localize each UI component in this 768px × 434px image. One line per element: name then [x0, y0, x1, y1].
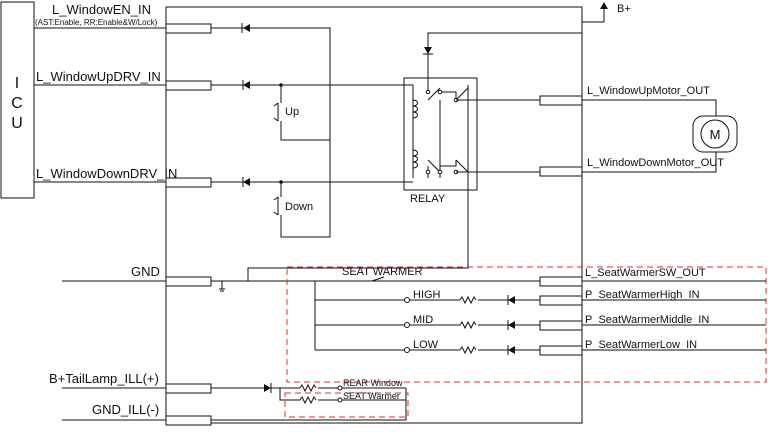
seat-warmer-section: L_SeatWarmerSW_OUT SEAT WARMER HIGH P_Se… [286, 266, 767, 383]
tail-lamp-diode-icon [264, 384, 271, 392]
window-up-diode-icon [243, 81, 250, 89]
relay-contact-5 [437, 169, 443, 175]
seat-high-label: HIGH [413, 289, 441, 301]
gnd-ill-label: GND_ILL(-) [92, 402, 159, 417]
down-switch-icon [273, 196, 279, 216]
seat-high-resistor-icon [459, 295, 477, 305]
seat-low-connector [539, 345, 583, 356]
icu-letter-3: U [11, 115, 23, 132]
down-label: Down [285, 201, 313, 213]
relay-label: RELAY [410, 193, 446, 205]
gnd-connector [165, 276, 212, 287]
icu-box [0, 1, 35, 199]
seat-warmer-ill-label: SEAT Warmer [343, 391, 400, 401]
up-motor-label: L_WindowUpMotor_OUT [587, 85, 710, 97]
icu-letter-1: I [15, 75, 19, 92]
window-en-diode-icon [243, 24, 250, 32]
seat-mid-resistor-icon [459, 320, 477, 330]
down-motor-connector [539, 166, 583, 177]
rear-ill-resistor-icon [299, 383, 317, 393]
window-down-diode-icon [243, 178, 250, 186]
rear-ill-lamp-icon [337, 385, 343, 391]
motor-label: M [710, 127, 721, 142]
seat-high-pin-label: P_SeatWarmerHigh_IN [585, 289, 700, 301]
relay: RELAY [403, 77, 540, 205]
tail-lamp-connector [165, 383, 212, 394]
seat-low-label: LOW [413, 339, 439, 351]
seat-low-diode-icon [508, 346, 515, 354]
window-en-internal-wire [211, 27, 331, 120]
gnd-ill-internal-wire [211, 388, 407, 421]
gnd-relay-wire [247, 85, 469, 281]
b-plus-supply: B+ [423, 2, 631, 85]
window-en-connector [165, 23, 212, 34]
tail-lamp-label: B+TailLamp_ILL(+) [49, 371, 159, 386]
relay-box [403, 77, 478, 191]
icu-block: I C U [0, 1, 35, 199]
seat-low-pin-label: P_SeatWarmerLow_IN [585, 339, 697, 351]
gnd-label: GND [131, 264, 160, 279]
seat-sw-connector [539, 276, 583, 287]
b-plus-internal-wire [427, 32, 582, 85]
window-up-connector [165, 80, 212, 91]
down-motor-wire [582, 150, 717, 173]
seat-sw-label: L_SeatWarmerSW_OUT [585, 267, 706, 279]
relay-contact-4 [425, 169, 431, 175]
seat-mid-diode-icon [508, 321, 515, 329]
relay-coil-down-icon [412, 149, 418, 169]
seat-warmer-label: SEAT WARMER [342, 266, 423, 278]
right-pins-motor: L_WindowUpMotor_OUT L_WindowDownMotor_OU… [539, 85, 738, 177]
left-pins: L_WindowEN_IN (AST:Enable, RR:Enable&W/L… [34, 2, 540, 426]
window-en-note: (AST:Enable, RR:Enable&W/Lock) [35, 18, 158, 27]
b-plus-label: B+ [617, 3, 631, 15]
up-motor-wire [582, 99, 717, 118]
seat-warmer-switch-icon [366, 276, 390, 282]
relay-contacts-icon [427, 85, 469, 178]
b-plus-wire [582, 8, 605, 23]
relay-armature-icon [439, 100, 441, 178]
relay-contact-1 [425, 89, 431, 95]
seat-high-diode-icon [508, 296, 515, 304]
motor-icon [700, 119, 730, 149]
window-en-label: L_WindowEN_IN [52, 2, 151, 17]
up-switch-icon [273, 102, 279, 122]
seat-low-led-icon [404, 347, 410, 353]
seat-low-resistor-icon [459, 345, 477, 355]
window-switches: Up Down [273, 85, 331, 238]
window-up-label: L_WindowUpDRV_IN [36, 69, 161, 84]
seat-ill-highlight [284, 392, 409, 418]
b-plus-diode-icon [424, 47, 432, 54]
icu-letter-2: C [11, 95, 23, 112]
seat-high-connector [539, 295, 583, 306]
relay-contact-2 [437, 89, 443, 95]
window-down-connector [165, 177, 212, 188]
down-motor-label: L_WindowDownMotor_OUT [587, 157, 724, 169]
up-label: Up [285, 106, 299, 118]
seat-ill-lamp-icon [337, 397, 343, 403]
seat-mid-label: MID [413, 314, 433, 326]
seat-warmer-highlight [286, 266, 767, 383]
seat-high-led-icon [404, 297, 410, 303]
gnd-ill-connector [165, 415, 212, 426]
seat-mid-connector [539, 320, 583, 331]
seat-mid-pin-label: P_SeatWarmerMiddle_IN [585, 314, 709, 326]
seat-ill-wire [279, 388, 406, 401]
seat-ill-resistor-icon [299, 395, 317, 405]
gnd-symbol-icon [219, 281, 225, 292]
window-down-label: L_WindowDownDRV_IN [36, 166, 177, 181]
rear-window-label: REAR Window [343, 378, 403, 388]
illumination-section: REAR Window SEAT Warmer [279, 378, 409, 418]
seat-mid-led-icon [404, 322, 410, 328]
b-plus-arrow-icon [600, 2, 608, 9]
module-box [165, 6, 583, 424]
up-motor-connector [539, 95, 583, 106]
down-switch-bottom-wire [280, 140, 331, 238]
up-switch-bottom-wire [280, 120, 331, 141]
